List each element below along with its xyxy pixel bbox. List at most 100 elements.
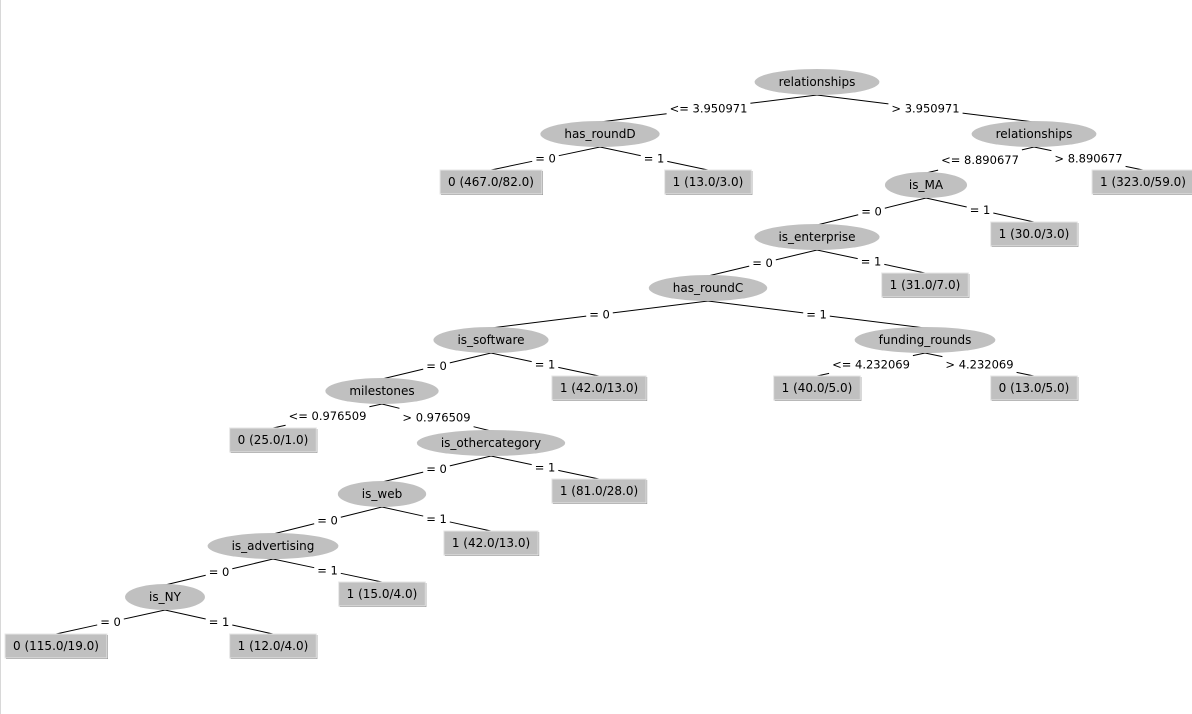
edge-line-n_ent-n_roundC xyxy=(775,249,818,261)
split-node-label: is_enterprise xyxy=(778,230,855,244)
leaf-node-l6: 1 (42.0/13.0) xyxy=(551,375,648,401)
leaf-node-shape xyxy=(443,530,539,556)
edge-line-n_rel2-l3 xyxy=(1125,165,1144,171)
leaf-node-shape xyxy=(990,221,1078,247)
edge-line-n_roundC-n_soft xyxy=(612,300,709,314)
leaf-node-label: 1 (40.0/5.0) xyxy=(782,381,853,395)
edge-label: = 1 xyxy=(317,564,338,578)
leaf-node-label: 0 (467.0/82.0) xyxy=(448,175,534,189)
edge-line-n_adv-l12 xyxy=(340,572,383,583)
split-node-label: is_othercategory xyxy=(441,436,541,450)
leaf-node-l13: 0 (115.0/19.0) xyxy=(4,633,108,659)
leaf-node-shape xyxy=(990,375,1078,401)
split-node-n_rel1: relationships xyxy=(754,69,880,95)
edge-label: = 1 xyxy=(806,308,827,322)
edge-line-n_fund-l8 xyxy=(924,352,943,358)
edge-line-n_ma-l4 xyxy=(993,212,1035,223)
edge-line-n_roundD-l2 xyxy=(667,160,709,171)
leaf-node-shape xyxy=(551,478,647,504)
split-node-label: is_MA xyxy=(909,178,944,192)
split-node-label: funding_rounds xyxy=(879,333,972,347)
edge-line-n_roundD-l1 xyxy=(490,160,533,171)
split-node-shape xyxy=(754,69,880,95)
edge-line-n_ny-l13 xyxy=(55,624,98,635)
edge-line-n_other-l10 xyxy=(490,455,532,466)
leaf-node-l5: 1 (31.0/7.0) xyxy=(881,272,970,298)
edge-line-n_roundC-n_fund xyxy=(829,315,926,329)
split-node-label: is_NY xyxy=(149,590,182,604)
edge-line-n_other-n_web xyxy=(449,455,492,467)
edge-label: = 0 xyxy=(752,256,773,270)
edge-line-n_roundC-n_fund xyxy=(707,300,804,314)
split-node-n_adv: is_advertising xyxy=(207,533,339,559)
edge-labels-layer: <= 3.950971> 3.950971= 0= 1<= 8.890677> … xyxy=(100,102,1122,630)
leaf-node-label: 1 (15.0/4.0) xyxy=(347,587,418,601)
edge-line-n_mile-l9 xyxy=(369,403,383,408)
leaf-node-shape xyxy=(338,581,426,607)
split-node-n_ent: is_enterprise xyxy=(754,224,880,250)
edge-label: > 8.890677 xyxy=(1054,152,1122,166)
edge-label: <= 3.950971 xyxy=(670,102,748,116)
edge-line-n_ny-l14 xyxy=(164,609,206,620)
edge-line-n_rel1-n_rel2 xyxy=(962,112,1035,123)
split-node-n_web: is_web xyxy=(337,481,427,507)
split-node-shape xyxy=(433,327,549,353)
edge-line-n_other-n_web xyxy=(381,471,424,483)
edge-label: = 0 xyxy=(317,514,338,528)
edge-label: = 1 xyxy=(644,152,665,166)
edge-label: <= 8.890677 xyxy=(941,153,1019,167)
edge-line-n_fund-l8 xyxy=(1016,371,1035,377)
leaf-node-l12: 1 (15.0/4.0) xyxy=(338,581,427,607)
edge-label: = 0 xyxy=(535,152,556,166)
split-node-shape xyxy=(540,121,660,147)
edge-line-n_soft-l6 xyxy=(490,352,532,363)
leaf-node-label: 0 (25.0/1.0) xyxy=(238,433,309,447)
edge-line-n_adv-l12 xyxy=(272,558,315,569)
edge-line-n_roundC-n_soft xyxy=(490,315,587,329)
split-node-label: relationships xyxy=(996,127,1073,141)
split-node-shape xyxy=(754,224,880,250)
leaf-node-shape xyxy=(881,272,969,298)
leaf-node-shape xyxy=(229,427,317,453)
edge-line-n_ma-n_ent xyxy=(816,214,859,226)
split-node-label: is_web xyxy=(362,487,402,501)
split-node-shape xyxy=(884,172,968,198)
split-node-n_ny: is_NY xyxy=(125,584,205,610)
leaf-node-l4: 1 (30.0/3.0) xyxy=(990,221,1079,247)
split-node-shape xyxy=(854,327,996,353)
leaf-node-label: 1 (42.0/13.0) xyxy=(452,536,530,550)
edge-line-n_web-l11 xyxy=(381,506,424,517)
split-node-n_roundC: has_roundC xyxy=(648,275,768,301)
leaf-node-l7: 1 (40.0/5.0) xyxy=(773,375,862,401)
edge-line-n_rel1-n_rel2 xyxy=(816,94,889,105)
leaf-node-label: 1 (81.0/28.0) xyxy=(560,484,638,498)
leaf-node-shape xyxy=(229,633,317,659)
split-node-n_soft: is_software xyxy=(433,327,549,353)
edge-line-n_soft-n_mile xyxy=(449,352,492,364)
edge-label: = 1 xyxy=(426,512,447,526)
edge-line-n_soft-l6 xyxy=(558,366,600,377)
edge-line-n_adv-n_ny xyxy=(232,558,274,570)
split-node-n_ma: is_MA xyxy=(884,172,968,198)
leaf-node-label: 1 (30.0/3.0) xyxy=(999,227,1070,241)
leaf-node-l10: 1 (81.0/28.0) xyxy=(551,478,648,504)
split-node-shape xyxy=(416,430,566,456)
leaf-node-shape xyxy=(551,375,647,401)
leaf-node-l11: 1 (42.0/13.0) xyxy=(443,530,540,556)
split-node-label: relationships xyxy=(779,75,856,89)
edge-line-n_roundD-l2 xyxy=(599,146,641,157)
edge-line-n_roundD-l1 xyxy=(558,146,601,157)
edge-line-n_ent-l5 xyxy=(884,263,926,274)
edge-label: = 1 xyxy=(861,255,882,269)
split-node-n_mile: milestones xyxy=(325,378,439,404)
edge-line-n_adv-n_ny xyxy=(164,574,206,586)
edge-label: = 0 xyxy=(861,205,882,219)
split-node-shape xyxy=(648,275,768,301)
edge-line-n_web-n_adv xyxy=(272,523,315,535)
edge-label: = 1 xyxy=(535,358,556,372)
leaf-node-label: 0 (115.0/19.0) xyxy=(13,639,99,653)
split-node-n_fund: funding_rounds xyxy=(854,327,996,353)
